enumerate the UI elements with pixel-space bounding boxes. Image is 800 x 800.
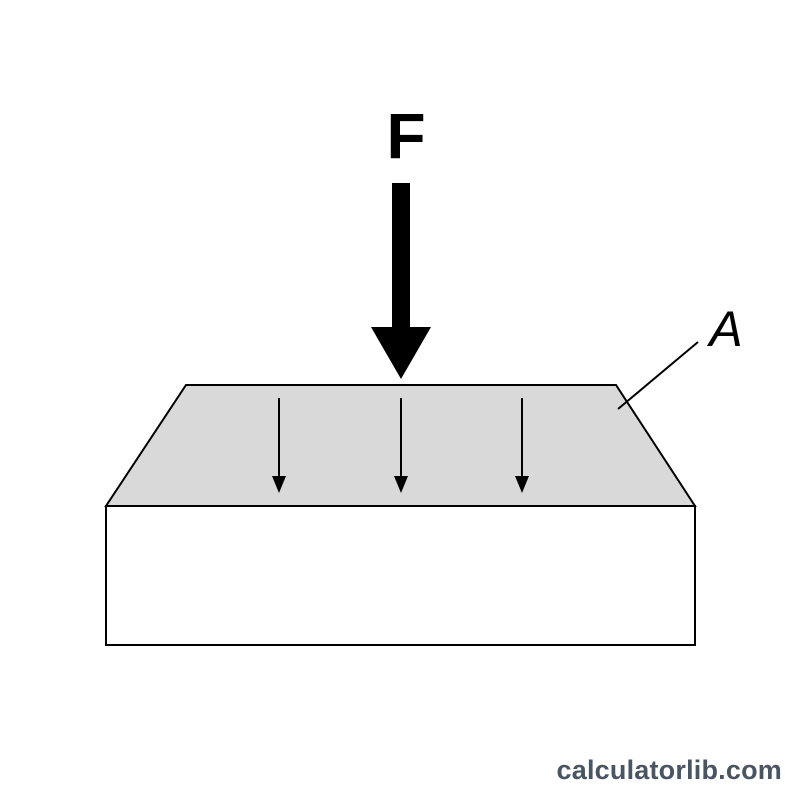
force-arrow <box>371 183 431 379</box>
pressure-arrows <box>272 398 529 493</box>
area-label: A <box>706 301 742 357</box>
force-arrow-head <box>371 327 431 379</box>
pressure-arrow-right-head <box>515 476 529 493</box>
pressure-arrow-left-head <box>272 476 286 493</box>
pressure-arrow-center-head <box>394 476 408 493</box>
force-label: F <box>386 100 425 172</box>
site-watermark: calculatorlib.com <box>556 755 782 785</box>
block-front-face <box>105 505 696 646</box>
area-leader-line <box>617 341 699 410</box>
force-arrow-shaft <box>392 183 410 329</box>
